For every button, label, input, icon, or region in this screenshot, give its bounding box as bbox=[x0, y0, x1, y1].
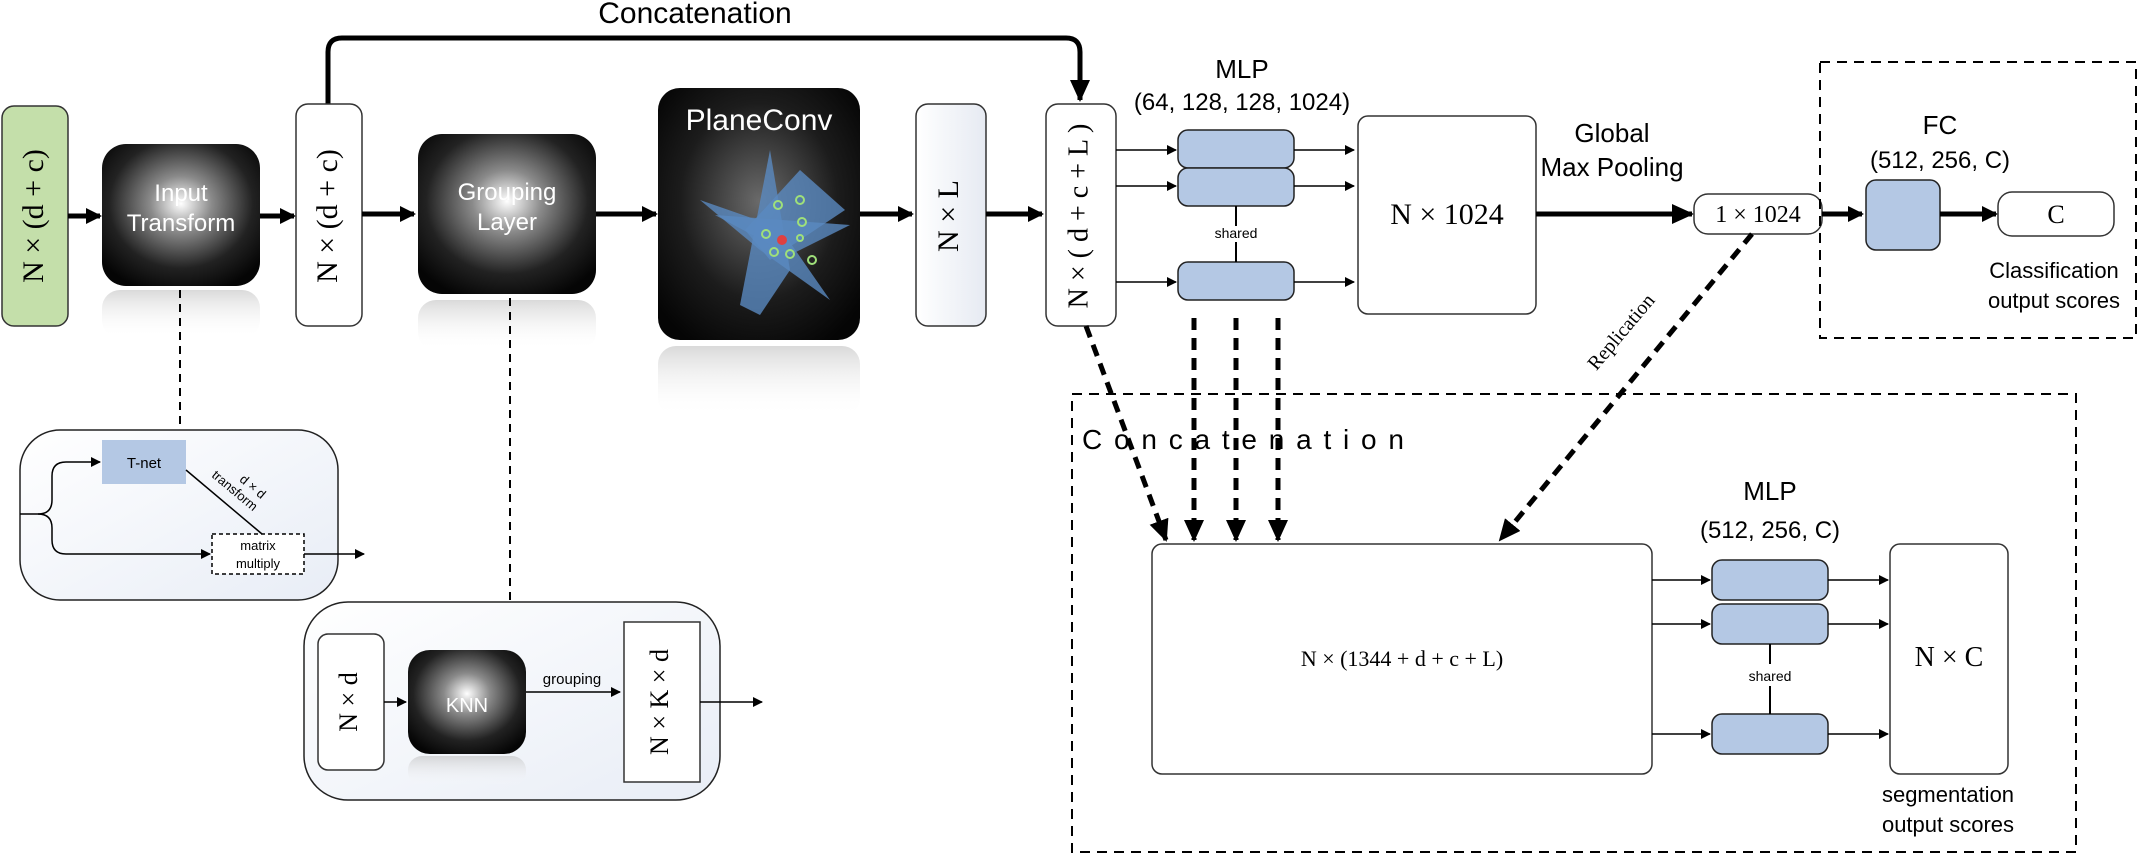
dashed-arrow-replication bbox=[1498, 232, 1754, 542]
segmentation-label-1: segmentation bbox=[1882, 782, 2014, 807]
input-transform-label-1: Input bbox=[154, 180, 208, 207]
classification-panel bbox=[1819, 61, 2137, 339]
concat-spaced-label: C o n c a t e n a t i o n bbox=[1082, 424, 1406, 455]
planeconv-reflection bbox=[658, 346, 860, 416]
input-transform-block bbox=[102, 144, 260, 286]
segmentation-label-2: output scores bbox=[1882, 812, 2014, 837]
fc-unit bbox=[1865, 179, 1941, 251]
nc-label: N × C bbox=[1915, 642, 1984, 673]
knn-reflection bbox=[408, 756, 526, 786]
nxd-label: N × d bbox=[334, 672, 363, 731]
grouping-label-1: Grouping bbox=[458, 179, 557, 206]
mlp2-unit-1 bbox=[1711, 559, 1829, 601]
mlp2-unit-2 bbox=[1711, 603, 1829, 645]
ndc-box-label: N × (d + c) bbox=[311, 149, 344, 283]
tnet-input-brace-lower bbox=[37, 513, 211, 559]
tnet-transform-line bbox=[185, 469, 263, 535]
knn-label: KNN bbox=[446, 695, 488, 717]
n1024-label: N × 1024 bbox=[1390, 198, 1504, 231]
mlp1-title: MLP bbox=[1215, 54, 1268, 84]
plane-shapes bbox=[700, 150, 850, 315]
big-box-label: N × (1344 + d + c + L) bbox=[1301, 646, 1503, 671]
concat-box bbox=[1045, 103, 1117, 327]
mlp1-unit-3 bbox=[1177, 261, 1295, 301]
nc-box bbox=[1889, 543, 2009, 775]
mlp1-dims: (64, 128, 128, 1024) bbox=[1134, 89, 1350, 116]
big-concat-box bbox=[1151, 543, 1653, 775]
segmentation-panel bbox=[1071, 393, 2077, 853]
mlp2-title: MLP bbox=[1743, 476, 1796, 506]
dashed-arrow-from-concat-box bbox=[1083, 325, 1169, 542]
nkd-box bbox=[623, 621, 701, 783]
c-box-label: C bbox=[2047, 200, 2064, 229]
nl-box-label: N × L bbox=[932, 180, 965, 252]
input-transform-label-2: Transform bbox=[127, 210, 235, 237]
mlp1-unit-1 bbox=[1177, 129, 1295, 169]
knn-block bbox=[408, 650, 526, 754]
mlp2-shared-label: shared bbox=[1749, 668, 1792, 684]
concat-top-arrow bbox=[325, 35, 1090, 104]
mlp1-shared-label: shared bbox=[1215, 225, 1258, 241]
point-cloud-dots bbox=[761, 195, 817, 265]
mlp2-dims: (512, 256, C) bbox=[1700, 517, 1840, 544]
concat-top-label: Concatenation bbox=[598, 0, 791, 30]
concat-box-label: N × ( d + c + L ) bbox=[1063, 124, 1094, 309]
grouping-label-2: Layer bbox=[477, 209, 537, 236]
grouping-layer-block bbox=[418, 134, 596, 294]
classification-label-2: output scores bbox=[1988, 288, 2120, 313]
grouping-reflection bbox=[418, 300, 596, 350]
c-box bbox=[1997, 191, 2115, 237]
classification-label-1: Classification bbox=[1989, 258, 2119, 283]
fc-title: FC bbox=[1923, 110, 1958, 140]
multiply-label: multiply bbox=[236, 556, 281, 571]
nkd-label: N × K × d bbox=[645, 649, 674, 755]
tnet-box bbox=[102, 440, 186, 484]
one1024-label: 1 × 1024 bbox=[1715, 202, 1801, 228]
fc-dims: (512, 256, C) bbox=[1870, 147, 2010, 174]
tnet-label: T-net bbox=[127, 455, 162, 472]
input-box-label: N × (d + c) bbox=[17, 149, 50, 283]
planeconv-label: PlaneConv bbox=[686, 104, 833, 137]
mlp2-unit-3 bbox=[1711, 713, 1829, 755]
grouping-arrow-label: grouping bbox=[543, 671, 601, 688]
tnet-input-brace bbox=[20, 457, 101, 515]
mlp1-unit-2 bbox=[1177, 167, 1295, 207]
global-label-1: Global bbox=[1574, 118, 1649, 148]
input-transform-reflection bbox=[102, 290, 260, 338]
global-label-2: Max Pooling bbox=[1540, 152, 1683, 182]
matrix-multiply-box bbox=[211, 533, 305, 575]
matrix-label: matrix bbox=[240, 538, 276, 553]
